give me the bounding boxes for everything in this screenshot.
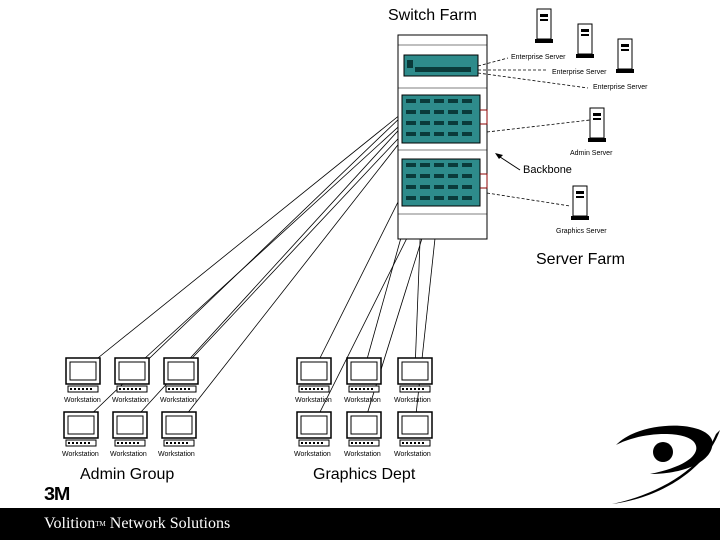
workstation-icon (114, 357, 150, 393)
workstation-label: Workstation (158, 451, 195, 458)
workstation-icon (397, 411, 433, 447)
3m-logo: 3M (44, 484, 70, 504)
workstation-icon (63, 411, 99, 447)
top-switch (403, 54, 589, 89)
footer-subtitle: Network Solutions (105, 515, 231, 532)
trademark: TM (95, 520, 106, 528)
workstation-icon (296, 357, 332, 393)
enterprise-server-3-label: Enterprise Server (593, 84, 648, 91)
hub-2 (401, 158, 488, 207)
workstation-icon (65, 357, 101, 393)
workstation-icon (346, 357, 382, 393)
workstation-label: Workstation (344, 451, 381, 458)
admin-server-label: Admin Server (570, 150, 613, 157)
workstation-label: Workstation (394, 397, 431, 404)
workstation-icon (397, 357, 433, 393)
admin-server-icon (588, 107, 606, 142)
swirl-logo-icon (612, 425, 720, 504)
workstation-label: Workstation (394, 451, 431, 458)
admin-group-title: Admin Group (80, 466, 175, 483)
enterprise-server-3-icon (616, 38, 634, 73)
workstation-icon (296, 411, 332, 447)
workstation-icon (346, 411, 382, 447)
workstation-label: Workstation (112, 397, 149, 404)
footer-title: VolitionTM Network Solutions (44, 515, 230, 533)
brand-name: Volition (44, 515, 96, 532)
backbone-label: Backbone (523, 164, 572, 176)
workstation-label: Workstation (62, 451, 99, 458)
switch-farm-title: Switch Farm (388, 7, 477, 24)
hub-1 (401, 94, 488, 144)
enterprise-server-2-icon (576, 23, 594, 58)
enterprise-server-2-label: Enterprise Server (552, 69, 607, 76)
workstation-icon (161, 411, 197, 447)
workstation-label: Workstation (294, 451, 331, 458)
graphics-server-icon (571, 185, 589, 220)
servers (535, 8, 634, 220)
footer-bar: VolitionTM Network Solutions (0, 508, 720, 540)
enterprise-server-1-icon (535, 8, 553, 43)
workstation-icon (163, 357, 199, 393)
workstation-label: Workstation (160, 397, 197, 404)
graphics-dept-title: Graphics Dept (313, 466, 416, 483)
server-farm-title: Server Farm (536, 251, 625, 268)
workstation-label: Workstation (64, 397, 101, 404)
enterprise-server-1-label: Enterprise Server (511, 54, 566, 61)
workstation-label: Workstation (295, 397, 332, 404)
workstation-icon (112, 411, 148, 447)
workstations (63, 357, 433, 447)
graphics-server-label: Graphics Server (556, 228, 607, 235)
workstation-label: Workstation (344, 397, 381, 404)
workstation-label: Workstation (110, 451, 147, 458)
